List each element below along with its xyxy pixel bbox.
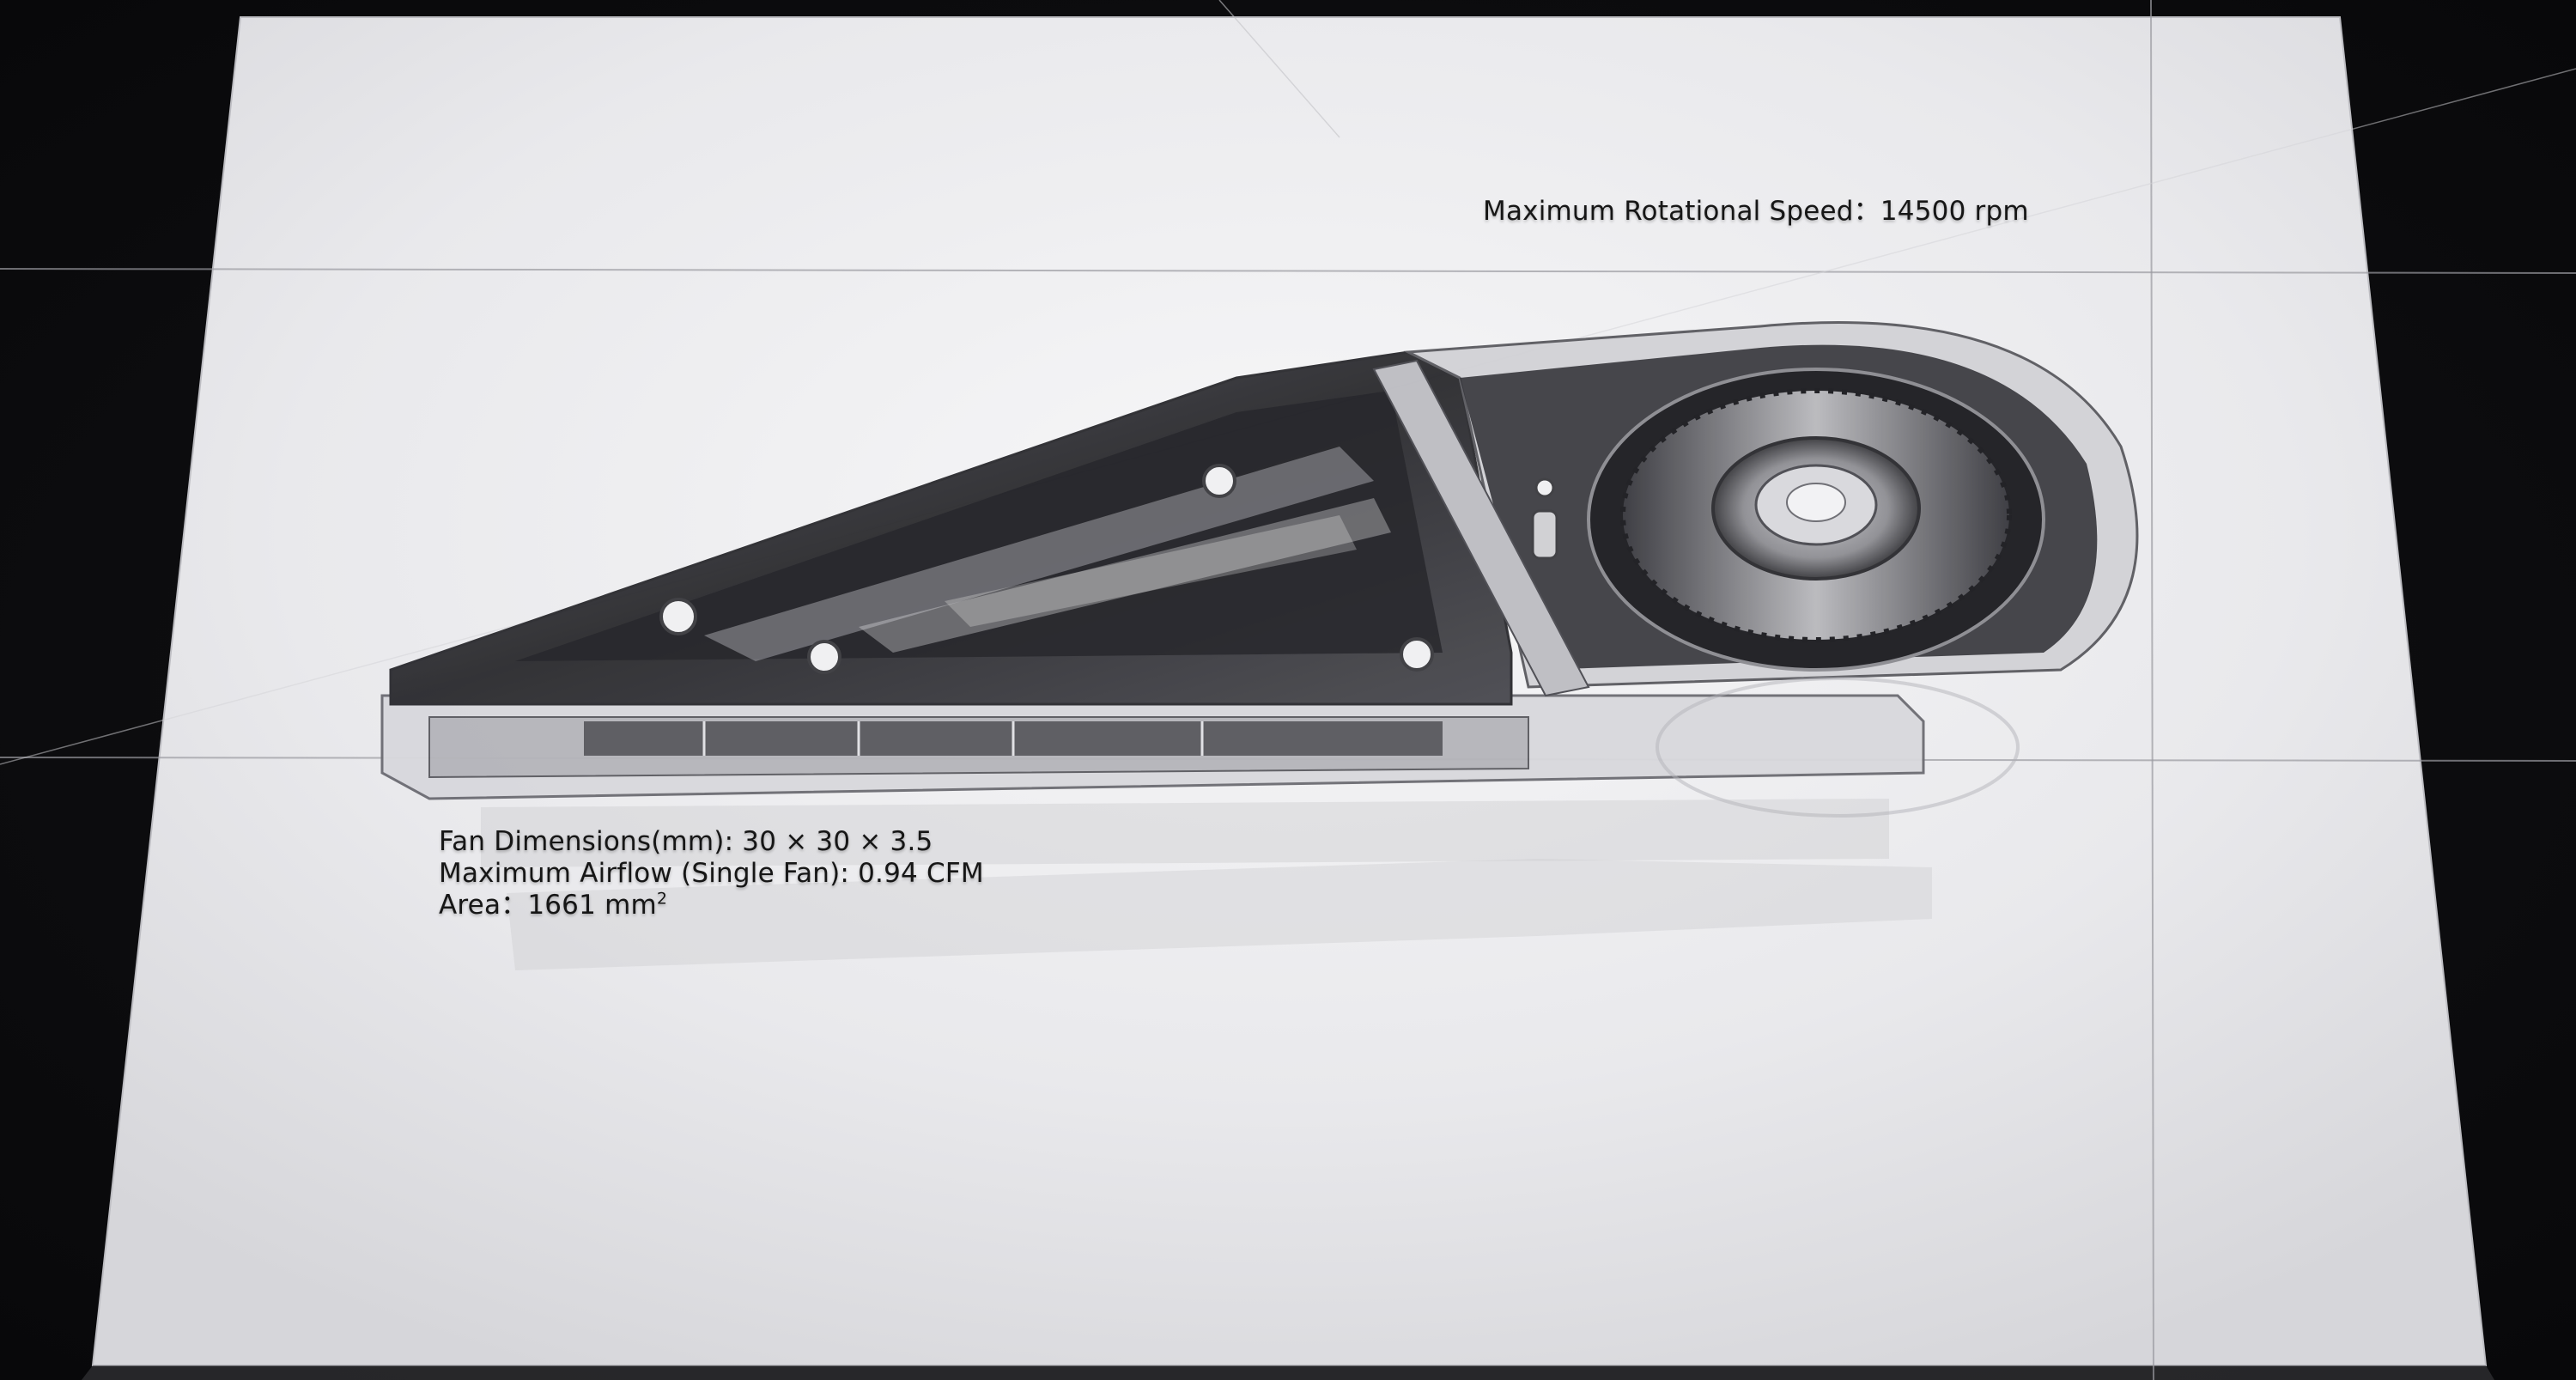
guide-line-diagonal-a <box>1218 0 1340 138</box>
area-unit-superscript: 2 <box>656 889 668 909</box>
area-value: Area：1661 mm <box>439 890 657 921</box>
rotational-speed-label: Maximum Rotational Speed：14500 rpm <box>1483 196 2029 227</box>
fan-dimensions-label: Fan Dimensions(mm): 30 × 30 × 3.5 <box>439 826 933 857</box>
sheet-edge-shadow <box>82 1365 2494 1380</box>
guide-line-vertical <box>2150 0 2154 1380</box>
fan-rotor <box>1587 368 2045 672</box>
area-label: Area：1661 mm2 <box>439 890 984 921</box>
max-airflow-label: Maximum Airflow (Single Fan): 0.94 CFM <box>439 858 984 889</box>
guide-line-top <box>0 268 2576 274</box>
cooling-module <box>380 321 2139 970</box>
fan-specs-block: Fan Dimensions(mm): 30 × 30 × 3.5 Maximu… <box>439 826 984 921</box>
